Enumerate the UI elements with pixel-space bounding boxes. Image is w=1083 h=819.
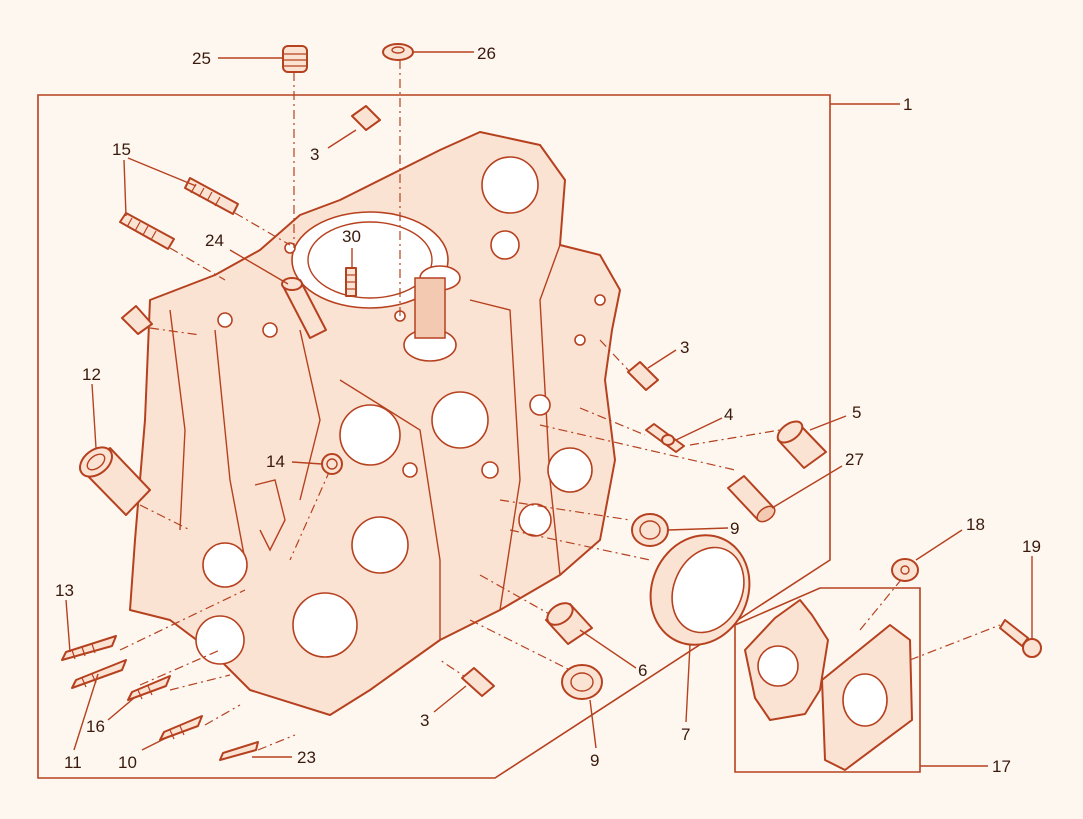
cover-group-boundary (734, 587, 921, 773)
callout-6: 6 (638, 661, 647, 680)
callout-18: 18 (966, 515, 985, 534)
callout-7: 7 (681, 725, 690, 744)
callout-25: 25 (192, 49, 211, 68)
part-30-stud (345, 267, 357, 297)
callout-30: 30 (342, 227, 361, 246)
part-17-gasket (744, 599, 829, 721)
part-9-seal-lower (561, 664, 603, 700)
part-18-washer (891, 558, 919, 582)
part-dowel-left (121, 305, 153, 335)
part-16-stud (127, 675, 171, 701)
part-13-stud (61, 635, 117, 661)
callout-3: 3 (310, 145, 319, 164)
callout-27: 27 (845, 450, 864, 469)
callout-15: 15 (112, 140, 131, 159)
callout-12: 12 (82, 365, 101, 384)
callout-26: 26 (477, 44, 496, 63)
callout-11: 11 (64, 753, 82, 772)
leader-lines (65, 51, 1033, 767)
callout-5: 5 (852, 403, 861, 422)
assembly-lines (119, 60, 1001, 751)
callout-9: 9 (590, 751, 599, 770)
part-5-sleeve (776, 420, 827, 469)
callout-9: 9 (730, 519, 739, 538)
part-27-cap (727, 475, 776, 523)
crankcase-housing (129, 131, 621, 716)
part-3-dowel-top (351, 105, 381, 131)
part-6-bushing (545, 602, 593, 645)
part-24-pipe (281, 277, 327, 339)
callout-3: 3 (680, 338, 689, 357)
part-25-plug (282, 45, 308, 73)
part-15-stud-upper (184, 177, 239, 215)
part-12-bushing (79, 446, 151, 516)
callout-3: 3 (420, 711, 429, 730)
part-15-stud-lower (119, 212, 175, 250)
part-11-stud (71, 659, 127, 689)
callout-13: 13 (55, 581, 74, 600)
part-17-cover-plate (821, 624, 913, 771)
part-9-seal-upper (631, 513, 669, 547)
callout-labels: 25 26 1 3 15 24 30 3 12 3 4 5 14 27 9 18… (55, 44, 1041, 776)
callout-14: 14 (266, 452, 285, 471)
part-23-screw (219, 741, 259, 761)
callout-17: 17 (992, 757, 1011, 776)
part-4-nipple (645, 423, 685, 453)
part-19-bolt (999, 619, 1042, 658)
callout-16: 16 (86, 717, 105, 736)
callout-1: 1 (903, 95, 912, 114)
part-3-dowel-right (627, 361, 659, 391)
callout-23: 23 (297, 748, 316, 767)
callout-24: 24 (205, 231, 224, 250)
callout-10: 10 (118, 753, 137, 772)
assembly-boundary (37, 94, 831, 779)
part-10-stud (159, 715, 203, 741)
callout-4: 4 (724, 405, 733, 424)
part-26-washer (382, 43, 414, 61)
part-7-bearing-ring (649, 534, 751, 646)
callout-19: 19 (1022, 537, 1041, 556)
part-14-oring (321, 453, 343, 475)
part-3-dowel-bottom (461, 667, 495, 697)
